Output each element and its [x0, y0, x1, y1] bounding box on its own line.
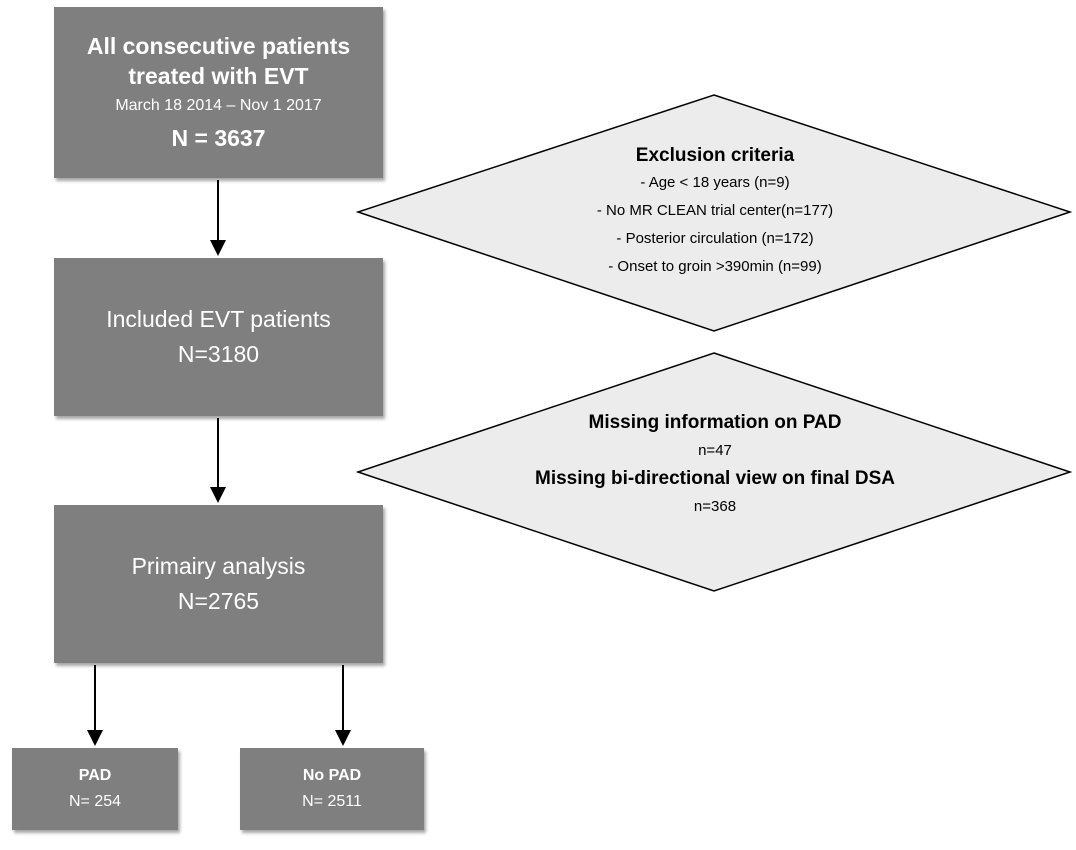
all-patients-count: N = 3637	[171, 125, 266, 151]
pad-label: PAD	[78, 767, 112, 784]
included-count: N=3180	[177, 341, 260, 367]
primary-analysis-box: Primairy analysis N=2765	[54, 505, 383, 663]
missing-pad-title: Missing information on PAD	[588, 412, 842, 433]
arrowhead-primary-to-no-pad	[335, 730, 351, 746]
exclusion-criteria-text: Exclusion criteria - Age < 18 years (n=9…	[440, 143, 990, 281]
exclusion-item: - Posterior circulation (n=172)	[616, 230, 814, 247]
no-pad-box: No PAD N= 2511	[240, 748, 424, 830]
exclusion-diamond	[355, 94, 1073, 332]
missing-dsa-count: n=368	[693, 498, 737, 515]
exclusion-item: - Age < 18 years (n=9)	[640, 174, 790, 191]
missing-dsa-title: Missing bi-directional view on final DSA	[535, 468, 895, 489]
included-patients-box: Included EVT patients N=3180	[54, 258, 383, 416]
missing-information-text: Missing information on PAD n=47 Missing …	[440, 408, 990, 520]
primary-count: N=2765	[177, 588, 260, 614]
all-patients-line2: treated with EVT	[128, 63, 309, 89]
exclusion-item: - Onset to groin >390min (n=99)	[608, 258, 822, 275]
arrowhead-all-to-included	[210, 240, 226, 256]
no-pad-label: No PAD	[302, 767, 362, 784]
missing-pad-count: n=47	[698, 442, 732, 459]
arrowhead-primary-to-pad	[87, 730, 103, 746]
included-label: Included EVT patients	[106, 306, 331, 332]
all-patients-dates: March 18 2014 – Nov 1 2017	[115, 97, 322, 114]
all-patients-line1: All consecutive patients	[86, 33, 351, 59]
pad-box: PAD N= 254	[12, 748, 178, 830]
arrowhead-included-to-primary	[210, 487, 226, 503]
pad-count: N= 254	[68, 793, 122, 810]
exclusion-title: Exclusion criteria	[635, 145, 795, 166]
no-pad-count: N= 2511	[302, 793, 362, 810]
primary-label: Primairy analysis	[131, 553, 306, 579]
all-patients-box: All consecutive patients treated with EV…	[54, 7, 383, 178]
exclusion-item: - No MR CLEAN trial center(n=177)	[596, 202, 834, 219]
missing-diamond	[355, 352, 1073, 592]
